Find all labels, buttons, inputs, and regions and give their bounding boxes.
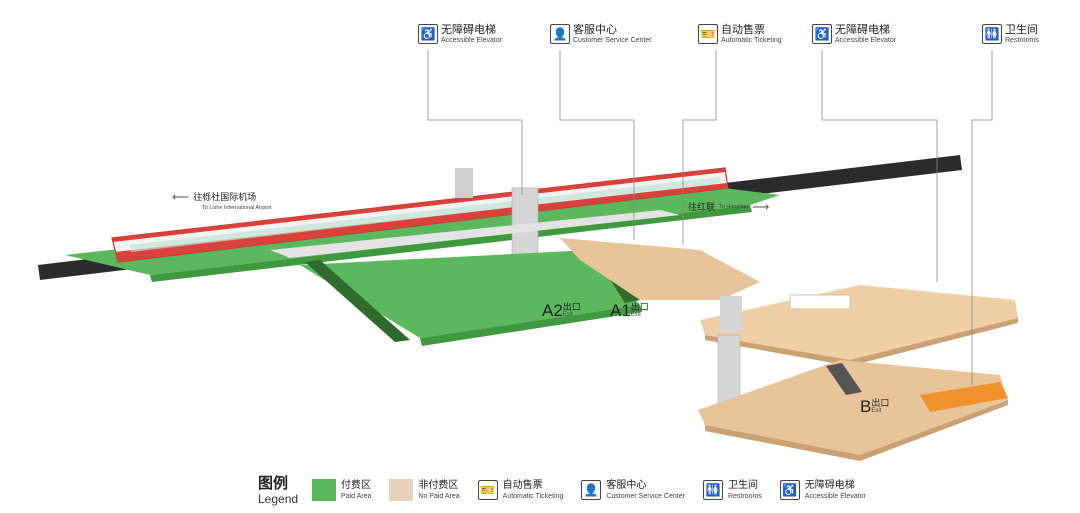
- callout-en: Accessible Elevator: [835, 37, 897, 44]
- paid-concourse: [300, 250, 640, 338]
- paid-concourse-edge: [420, 305, 642, 346]
- arrow-left-icon: ⟵: [172, 190, 190, 204]
- non-paid-ground: [698, 360, 1008, 455]
- legend-en: No Paid Area: [418, 492, 460, 500]
- paid-platform-edge: [150, 205, 752, 282]
- escalator-b: [826, 363, 862, 395]
- callout-zh: 客服中心: [573, 24, 617, 36]
- accessible-elevator-icon: ♿: [418, 24, 438, 44]
- legend-title-en: Legend: [258, 491, 299, 506]
- automatic-ticketing-icon: 🎫: [698, 24, 718, 44]
- exit-letter: B: [860, 397, 872, 416]
- legend-zh: 卫生间: [727, 479, 758, 491]
- exit-zh: 出口: [562, 302, 581, 312]
- legend-en: Customer Service Center: [606, 492, 685, 500]
- legend-en: Accessible Elevator: [804, 492, 866, 500]
- direction-en: To Lishe International Airport: [202, 205, 272, 211]
- pillar-mid: [720, 296, 742, 332]
- customer-service-icon: 👤: [581, 480, 602, 500]
- customer-service-icon: 👤: [550, 24, 570, 44]
- callout-en: Accessible Elevator: [441, 37, 503, 44]
- direction-to-airport: ⟵ 往栎社国际机场 To Lishe International Airport: [172, 190, 272, 213]
- legend-en: Restrooms: [727, 492, 762, 500]
- paid-area-swatch: [312, 479, 337, 501]
- skylight-opening: [789, 294, 851, 310]
- accessible-elevator-icon: ♿: [779, 480, 800, 500]
- exit-en: Exit: [871, 408, 882, 414]
- callout-lines: [427, 50, 993, 385]
- legend-en: Automatic Ticketing: [502, 492, 564, 500]
- legend-zh: 非付费区: [418, 479, 459, 491]
- legend-zh: 自动售票: [502, 479, 543, 491]
- direction-zh: 往栎社国际机场: [193, 192, 257, 202]
- callout-zh: 自动售票: [721, 24, 765, 36]
- legend-zh: 付费区: [341, 479, 372, 491]
- exit-en: Exit: [630, 312, 641, 318]
- exit-letter: A2: [542, 301, 563, 320]
- restroom-zone: [920, 382, 1008, 412]
- automatic-ticketing-icon: 🎫: [477, 480, 498, 500]
- restrooms-icon: 🚻: [982, 24, 1002, 44]
- direction-to-honglian: 往红联 To Honglian ⟶: [688, 200, 769, 214]
- direction-zh: 往红联: [688, 202, 716, 212]
- train: [111, 167, 729, 263]
- direction-en: To Honglian: [719, 203, 749, 210]
- accessible-elevator-icon: ♿: [812, 24, 832, 44]
- exit-zh: 出口: [871, 398, 890, 408]
- non-paid-area-swatch: [389, 479, 414, 501]
- callout-en: Restrooms: [1005, 37, 1039, 44]
- callout-en: Customer Service Center: [573, 37, 652, 44]
- concourse-slab: [270, 210, 680, 258]
- legend-title: 图例 Legend: [258, 475, 298, 506]
- exit-zh: 出口: [630, 302, 649, 312]
- legend-title-zh: 图例: [258, 474, 289, 492]
- callout-zh: 卫生间: [1005, 24, 1038, 36]
- callout-zh: 无障碍电梯: [441, 24, 496, 36]
- exit-en: Exit: [562, 312, 573, 318]
- non-paid-upper-edge: [705, 318, 1018, 366]
- legend-zh: 客服中心: [606, 479, 647, 491]
- legend-zh: 无障碍电梯: [804, 479, 855, 491]
- callout-en: Automatic Ticketing: [721, 37, 782, 44]
- arrow-right-icon: ⟶: [752, 200, 770, 214]
- restrooms-icon: 🚻: [702, 480, 723, 500]
- non-paid-concourse: [560, 238, 760, 300]
- exit-letter: A1: [610, 301, 631, 320]
- non-paid-upper-deck: [700, 285, 1018, 360]
- pillar-upper: [455, 168, 473, 198]
- paid-platform-deck: [65, 185, 780, 275]
- escalator-left: [305, 260, 410, 342]
- callout-zh: 无障碍电梯: [835, 24, 890, 36]
- legend-en: Paid Area: [341, 492, 372, 500]
